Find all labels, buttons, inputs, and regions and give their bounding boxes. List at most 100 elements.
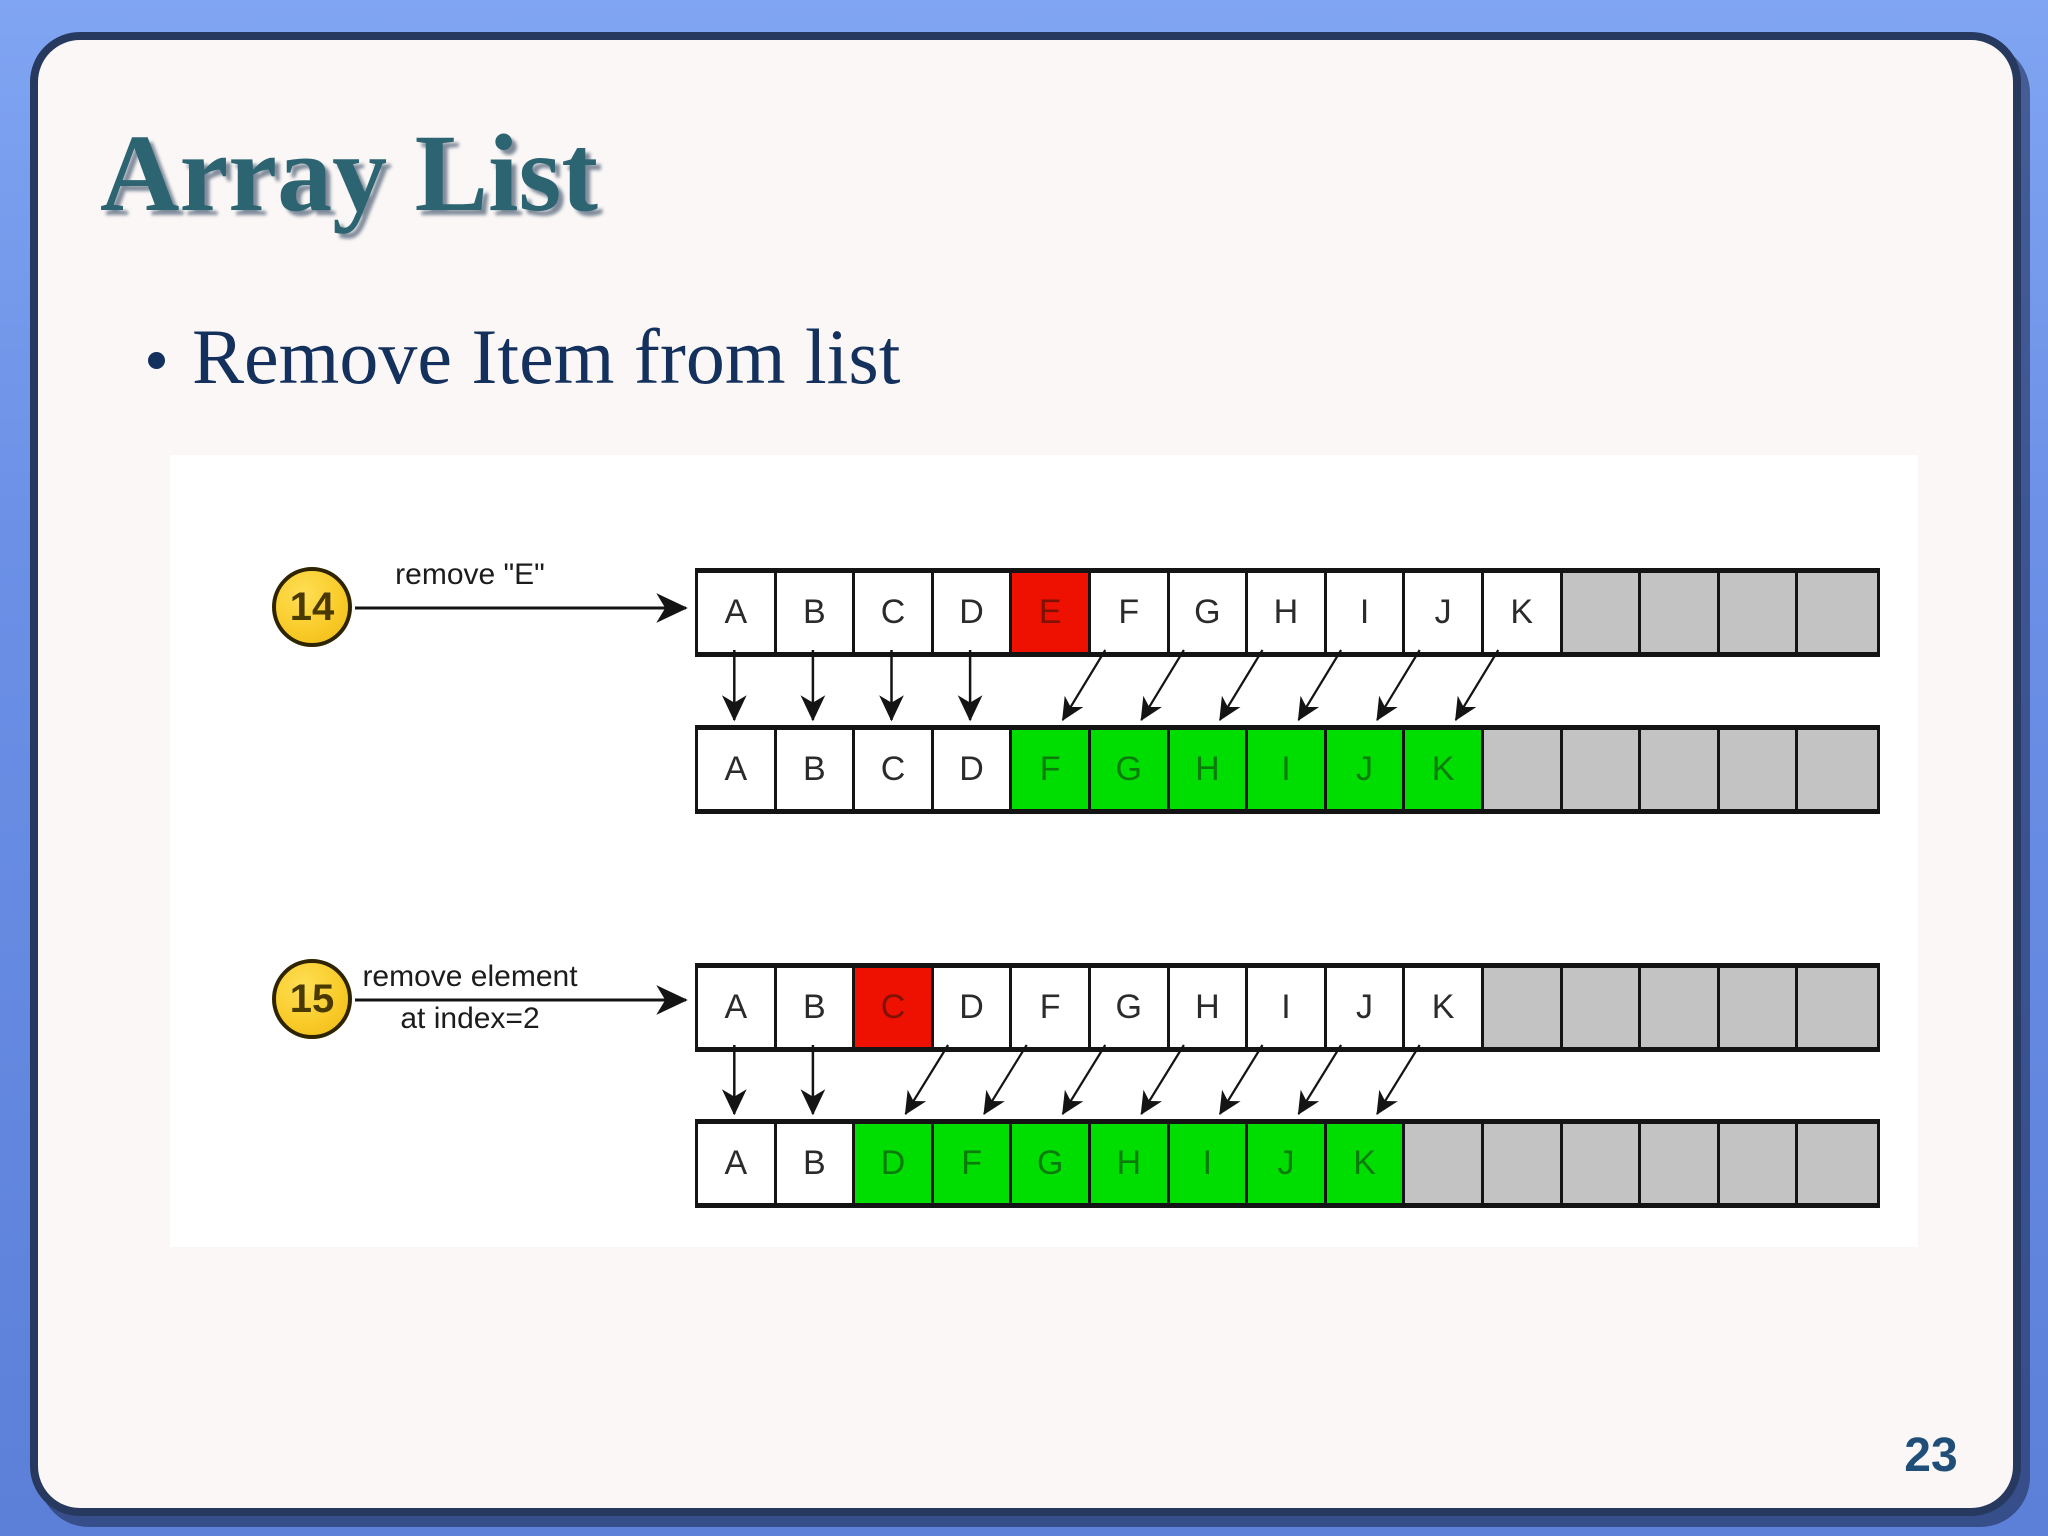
cell-letter: G [1115, 750, 1142, 788]
array-cell-b: B [776, 1124, 856, 1203]
cell-letter: K [1431, 988, 1455, 1026]
array-cell-k: K [1326, 1124, 1406, 1203]
array-cell-c: C [855, 730, 934, 809]
operation-label-remove-e: remove "E" [395, 558, 545, 591]
cell-letter: J [1356, 750, 1374, 788]
operation-label-at-index: at index=2 [400, 1002, 540, 1035]
array-cell-h: H [1248, 573, 1327, 652]
array-cell-j: J [1326, 968, 1406, 1047]
array-cell-empty [1483, 730, 1563, 809]
array-cell-d: D [855, 1124, 934, 1203]
array-cell-d: D [933, 573, 1013, 652]
array-cell-empty [1719, 730, 1799, 809]
array-cell-empty [1562, 968, 1642, 1047]
array-cell-f: F [1012, 968, 1091, 1047]
cell-letter: F [1118, 593, 1140, 631]
cell-letter: D [959, 750, 984, 788]
array-cell-k: K [1483, 573, 1563, 652]
array-cell-empty [1562, 573, 1642, 652]
cell-letter: I [1202, 1144, 1213, 1182]
cell-letter: A [724, 750, 748, 788]
array-cell-b: B [776, 968, 856, 1047]
bullet-dot [148, 352, 165, 369]
array-cell-j: J [1405, 573, 1484, 652]
cell-letter: K [1510, 593, 1534, 631]
cell-letter: I [1281, 750, 1291, 788]
slide-title: Array List [100, 112, 598, 234]
cell-letter: K [1431, 750, 1455, 788]
array-cell-i: I [1248, 968, 1327, 1047]
cell-letter: J [1356, 988, 1374, 1026]
array-cell-f: F [933, 1124, 1013, 1203]
array-cell-empty [1798, 1124, 1877, 1203]
cell-letter: C [880, 750, 906, 788]
cell-letter: H [1273, 593, 1299, 631]
operation-label-remove-element: remove element [362, 960, 578, 993]
cell-letter: D [959, 988, 984, 1026]
array-cell-empty [1641, 730, 1720, 809]
array-cell-empty [1483, 1124, 1563, 1203]
cell-letter: D [959, 593, 984, 631]
array-cell-h: H [1169, 730, 1249, 809]
array-cell-a: A [698, 730, 777, 809]
operation-badge-14: 14 [272, 567, 352, 647]
array-cell-i: I [1169, 1124, 1249, 1203]
cell-letter: G [1115, 988, 1142, 1026]
cell-letter: B [803, 988, 826, 1026]
array-cell-d: D [933, 730, 1013, 809]
cell-letter: B [803, 1144, 826, 1182]
array-cell-j: J [1248, 1124, 1327, 1203]
cell-letter: H [1195, 988, 1220, 1026]
array-cell-j: J [1326, 730, 1406, 809]
page-number: 23 [1904, 1429, 1958, 1482]
cell-letter: F [961, 1144, 982, 1182]
array-cell-empty [1798, 730, 1877, 809]
operation-badge-15: 15 [272, 959, 352, 1039]
array-cell-i: I [1248, 730, 1327, 809]
array-cell-empty [1719, 573, 1799, 652]
array-cell-f: F [1012, 730, 1091, 809]
cell-letter: C [880, 593, 906, 631]
array-cell-a: A [698, 1124, 777, 1203]
array-cell-e: E [1012, 573, 1091, 652]
array-cell-h: H [1090, 1124, 1170, 1203]
array-cell-g: G [1012, 1124, 1091, 1203]
array-cell-empty [1798, 968, 1877, 1047]
bullet-text: Remove Item from list [192, 313, 901, 400]
cell-letter: J [1434, 593, 1452, 631]
array-cell-c: C [855, 573, 934, 652]
array-cell-empty [1641, 573, 1720, 652]
cell-letter: H [1116, 1144, 1142, 1182]
cell-letter: G [1036, 1144, 1064, 1182]
array-cell-empty [1719, 968, 1799, 1047]
cell-letter: C [880, 988, 906, 1026]
array-cell-a: A [698, 573, 777, 652]
cell-letter: A [724, 1144, 748, 1182]
cell-letter: G [1194, 593, 1221, 631]
array-cell-f: F [1090, 573, 1170, 652]
cell-letter: F [1039, 988, 1061, 1026]
array-cell-empty [1483, 968, 1563, 1047]
cell-letter: I [1359, 593, 1370, 631]
array-cell-g: G [1090, 730, 1170, 809]
array-cell-i: I [1326, 573, 1406, 652]
array-cell-empty [1641, 1124, 1720, 1203]
cell-letter: B [803, 593, 826, 631]
array-cell-a: A [698, 968, 777, 1047]
array-cell-empty [1562, 1124, 1642, 1203]
array-cell-b: B [776, 730, 856, 809]
array-cell-d: D [933, 968, 1013, 1047]
array-cell-c: C [855, 968, 934, 1047]
array-cell-k: K [1405, 730, 1484, 809]
array-cell-empty [1719, 1124, 1799, 1203]
array-cell-h: H [1169, 968, 1249, 1047]
array-cell-empty [1641, 968, 1720, 1047]
cell-letter: J [1277, 1144, 1295, 1182]
cell-letter: E [1038, 593, 1062, 631]
cell-letter: B [803, 750, 826, 788]
